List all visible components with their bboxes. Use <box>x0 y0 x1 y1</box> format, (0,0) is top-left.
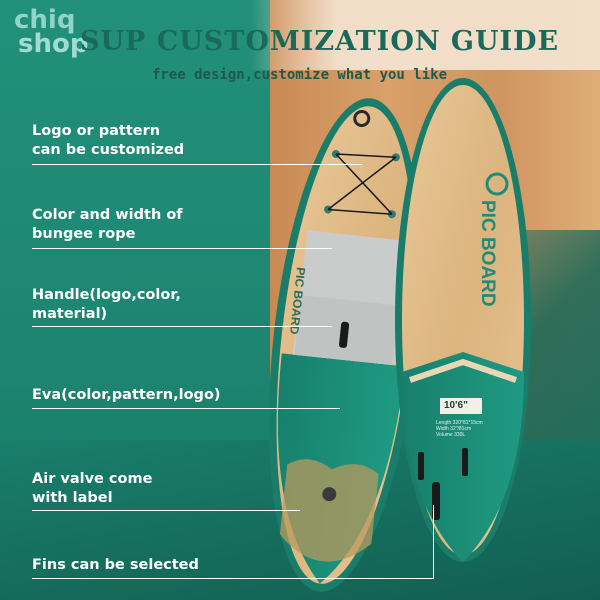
feature-eva: Eva(color,pattern,logo) <box>32 386 221 405</box>
callout-line <box>32 248 332 249</box>
callout-line <box>32 510 300 511</box>
feature-bungee-rope: Color and width of bungee rope <box>32 206 183 244</box>
page-title: SUP CUSTOMIZATION GUIDE <box>80 26 560 57</box>
feature-line: Fins can be selected <box>32 557 199 573</box>
callout-line <box>32 326 332 327</box>
feature-line: Color and width of <box>32 207 183 223</box>
board-left <box>268 98 422 592</box>
feature-line: can be customized <box>32 142 185 158</box>
feature-line: Handle(logo,color, <box>32 287 181 303</box>
feature-line: Air valve come <box>32 471 153 487</box>
background-light-wall <box>250 0 600 70</box>
board-right <box>395 78 531 562</box>
spec-line: Width 32"/81cm <box>436 426 472 432</box>
feature-fins: Fins can be selected <box>32 556 199 575</box>
feature-line: bungee rope <box>32 226 136 242</box>
page-subtitle: free design,customize what you like <box>152 67 448 83</box>
feature-line: Logo or pattern <box>32 123 161 139</box>
callout-line <box>32 578 434 579</box>
feature-logo-pattern: Logo or pattern can be customized <box>32 122 184 160</box>
shop-logo-line2: shop <box>18 29 89 59</box>
shop-logo-line1: chiq <box>14 5 76 35</box>
spec-line: Length 320*81*15cm <box>436 420 483 426</box>
board-spec-lines: Length 320*81*15cm Width 32"/81cm Volume… <box>436 420 483 438</box>
feature-line: with label <box>32 490 113 506</box>
board-size-label: 10'6" <box>444 400 468 411</box>
board-right-brand-text: PIC BOARD <box>477 200 498 307</box>
callout-line <box>32 408 340 409</box>
callout-line <box>32 164 362 165</box>
feature-line: material) <box>32 306 108 322</box>
spec-line: Volume 330L <box>436 432 466 438</box>
feature-line: Eva(color,pattern,logo) <box>32 387 221 403</box>
feature-air-valve: Air valve come with label <box>32 470 152 508</box>
callout-line-vertical <box>433 505 434 578</box>
shop-logo: chiq shop <box>14 5 89 59</box>
feature-handle: Handle(logo,color, material) <box>32 286 181 324</box>
